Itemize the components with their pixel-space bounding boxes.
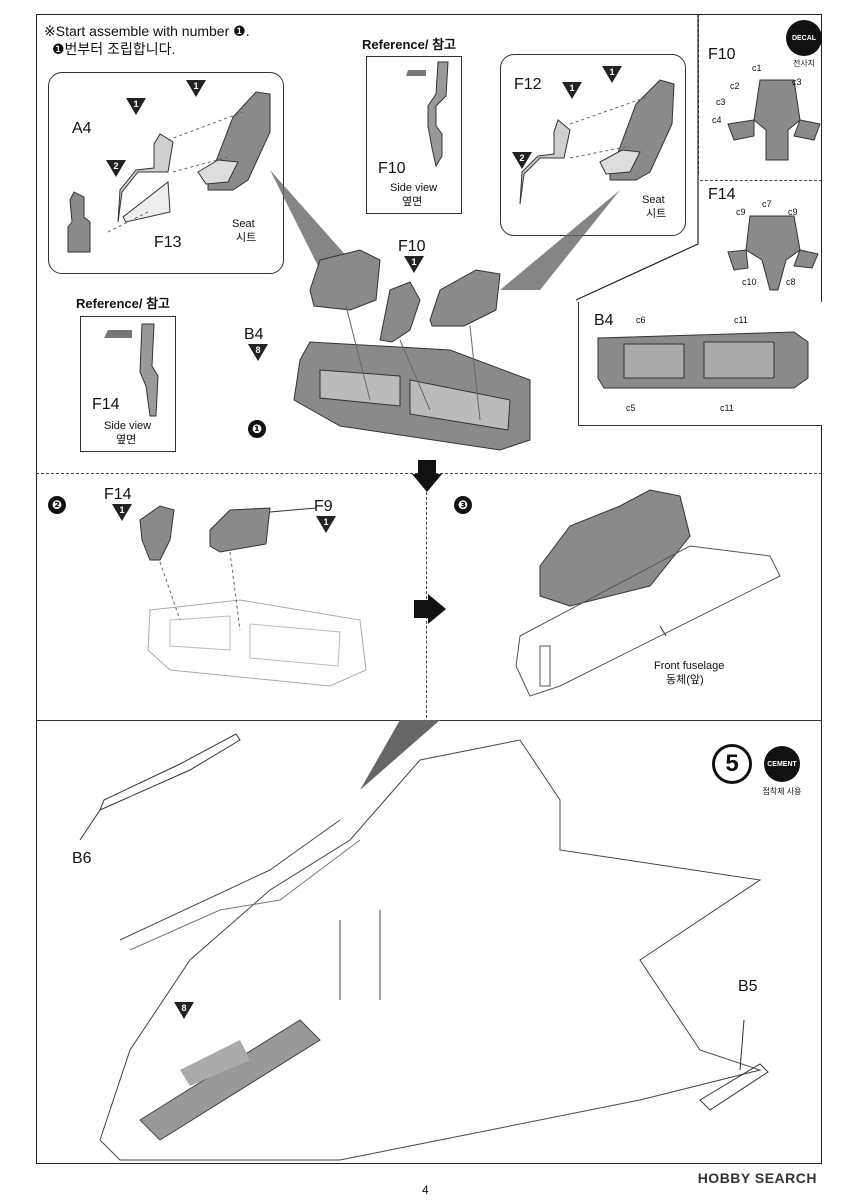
decal-label: c1 <box>752 63 762 73</box>
step1-seat-detail-left <box>48 72 284 274</box>
decal-b4-drawing <box>597 331 809 389</box>
side-view-drawing <box>104 323 159 417</box>
reference-title-left: Reference/ 참고 <box>76 296 171 311</box>
reference-title-top: Reference/ 참고 <box>362 37 457 52</box>
tri-marker: 1 <box>404 256 424 273</box>
seat-label-en: Seat <box>642 194 665 206</box>
ref-left-side-ko: 옆면 <box>116 434 137 446</box>
tri-marker: 2 <box>106 160 126 177</box>
tri-marker: 1 <box>112 504 132 521</box>
tri-marker: 1 <box>126 98 146 115</box>
ref-left-part: F14 <box>92 396 120 413</box>
decal-divider-line <box>575 14 699 301</box>
decal-label: c11 <box>720 403 734 413</box>
part-f12-label: F12 <box>514 76 542 93</box>
header-instruction-ko: ❶번부터 조립합니다. <box>52 41 176 57</box>
part-f10-label: F10 <box>398 238 426 255</box>
cement-badge: CEMENT <box>764 746 800 782</box>
decal-f10-part: F10 <box>708 46 736 63</box>
decal-label: c7 <box>762 199 772 209</box>
step1-number: ❶ <box>248 420 266 438</box>
right-arrow-icon <box>414 594 446 624</box>
ref-top-side-en: Side view <box>390 182 438 194</box>
decal-label: c3 <box>716 97 726 107</box>
header-instruction-en: ※Start assemble with number ❶. <box>44 23 250 39</box>
tri-marker: 1 <box>562 82 582 99</box>
page-number: 4 <box>422 1183 429 1197</box>
side-view-drawing <box>406 61 449 168</box>
step5-number: 5 <box>712 744 752 784</box>
decal-label: c9 <box>736 207 746 217</box>
part-a4-label: A4 <box>72 120 92 137</box>
decal-label: c2 <box>730 81 740 91</box>
decal-label: c8 <box>786 277 796 287</box>
tri-marker: 2 <box>512 152 532 169</box>
cockpit-tub-b4-drawing <box>270 170 620 451</box>
part-f14-label: F14 <box>104 486 132 503</box>
part-b6-label: B6 <box>72 850 92 867</box>
reference-box-left <box>80 316 176 452</box>
decal-label: c5 <box>626 403 636 413</box>
decal-badge: DECAL <box>786 20 822 56</box>
decal-label: c6 <box>636 315 646 325</box>
step3-number: ❸ <box>454 496 472 514</box>
fuselage-assembly-drawing <box>79 720 769 1161</box>
part-f13-label: F13 <box>154 234 182 251</box>
tri-marker: 8 <box>248 344 268 361</box>
ref-top-part: F10 <box>378 160 406 177</box>
tri-marker: 8 <box>174 1002 194 1019</box>
decal-label: c10 <box>742 277 757 287</box>
decal-f10-drawing <box>727 79 821 161</box>
part-b5-label: B5 <box>738 978 758 995</box>
decal-caption: 전사지 <box>792 59 816 68</box>
tri-marker: 1 <box>602 66 622 83</box>
down-arrow-icon <box>412 460 442 492</box>
seat-label-ko: 시트 <box>646 208 667 220</box>
decal-f14-drawing <box>727 215 819 291</box>
seat-label-ko: 시트 <box>236 232 257 244</box>
step2-number: ❷ <box>48 496 66 514</box>
step1-seat-detail-right <box>500 54 686 236</box>
decal-label: c9 <box>788 207 798 217</box>
front-fuselage-ko: 동체(앞) <box>666 674 704 686</box>
decal-label: c3 <box>792 77 802 87</box>
step3-drawing <box>515 489 781 697</box>
seat-assembly-right-drawing <box>519 79 675 205</box>
decal-label: c11 <box>734 315 748 325</box>
decal-separator <box>700 180 822 181</box>
front-fuselage-en: Front fuselage <box>654 660 725 672</box>
part-f9-label: F9 <box>314 498 333 515</box>
reference-box-top <box>366 56 462 214</box>
decal-b4-part: B4 <box>594 312 614 329</box>
cement-caption: 접착제 사용 <box>762 787 802 796</box>
seat-assembly-left-drawing <box>67 91 271 253</box>
page-frame <box>36 14 822 1164</box>
decal-f14-part: F14 <box>708 186 736 203</box>
ref-left-side-en: Side view <box>104 420 152 432</box>
seat-label-en: Seat <box>232 218 255 230</box>
decal-label: c4 <box>712 115 722 125</box>
step2-drawing <box>139 505 367 687</box>
part-b4-label: B4 <box>244 326 264 343</box>
tri-marker: 1 <box>316 516 336 533</box>
ref-top-side-ko: 옆면 <box>402 196 423 208</box>
watermark: HOBBY SEARCH <box>697 1170 817 1186</box>
tri-marker: 1 <box>186 80 206 97</box>
